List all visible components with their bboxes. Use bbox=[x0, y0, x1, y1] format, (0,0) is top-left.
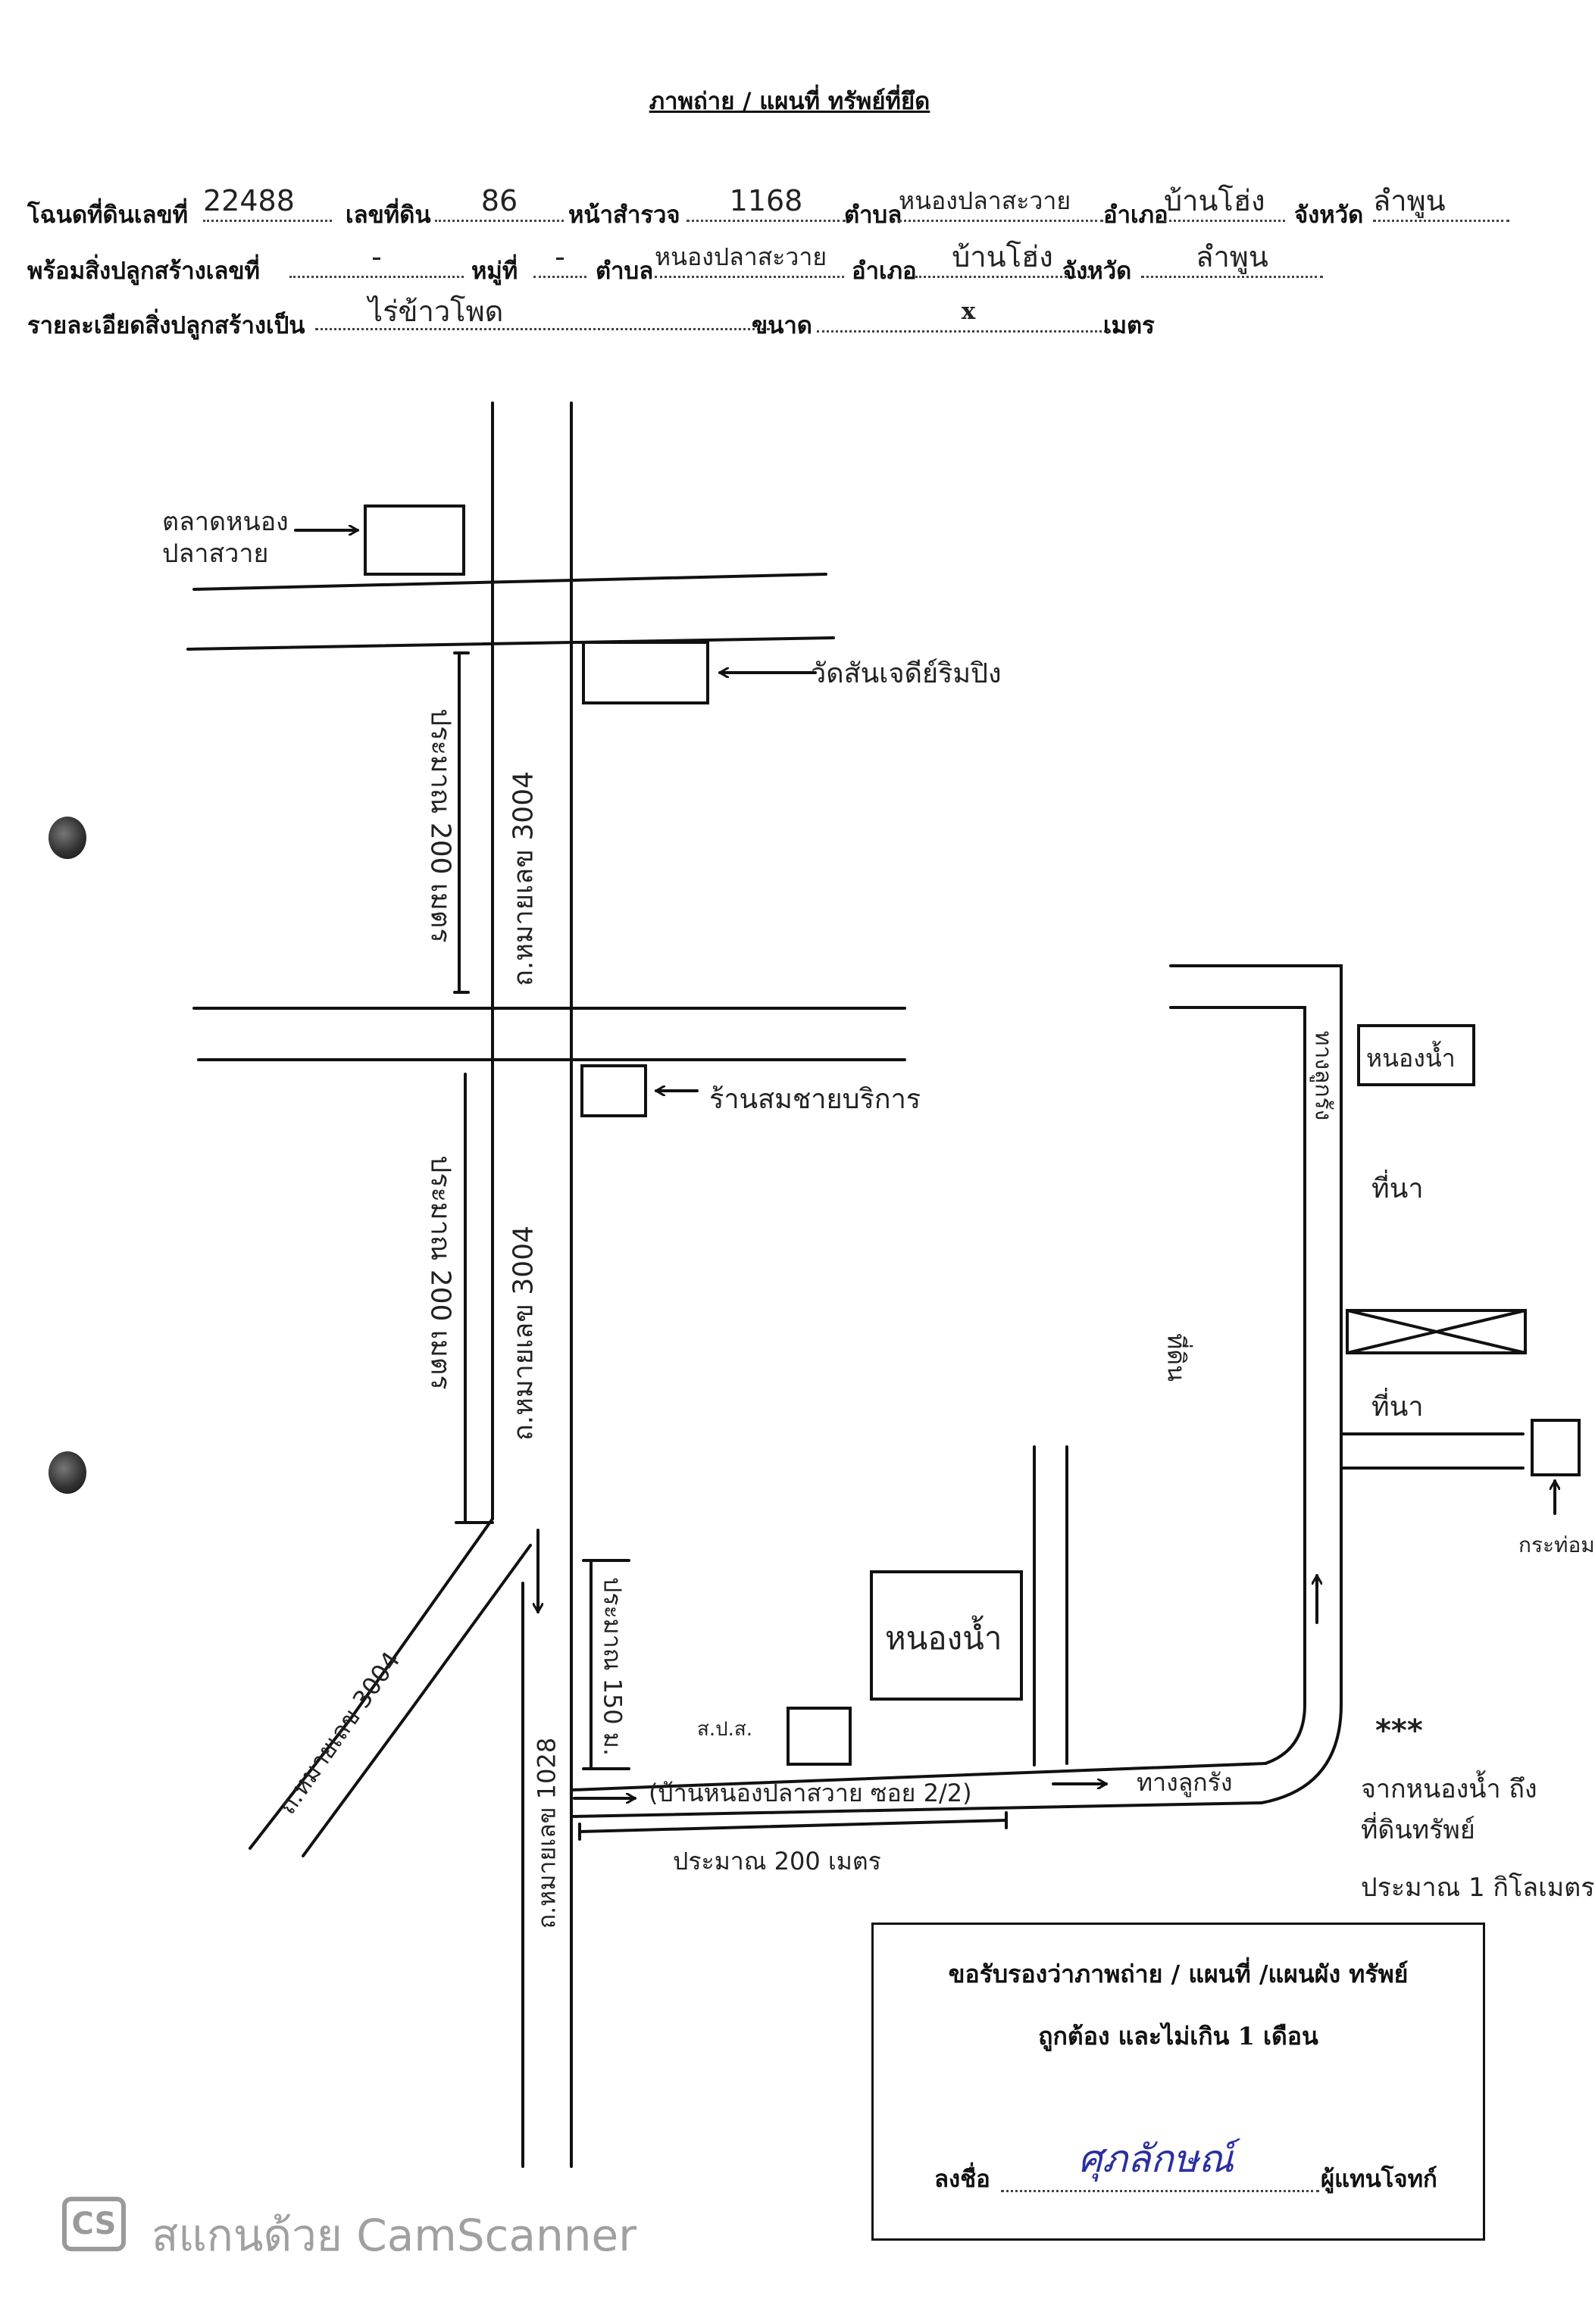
province-value-1: ลำพูน bbox=[1373, 182, 1509, 222]
note-line-3: ประมาณ 1 กิโลเมตร bbox=[1361, 1873, 1595, 1903]
signature-line bbox=[1001, 2160, 1319, 2192]
dim-line-200-bottom bbox=[578, 1819, 1008, 1833]
label-200m-bottom: ประมาณ 200 เมตร bbox=[673, 1847, 881, 1876]
cross-road-1 bbox=[192, 573, 827, 591]
building-value: - bbox=[289, 238, 464, 278]
label-temple: วัดสันเจดีย์ริมปิง bbox=[811, 658, 1002, 689]
punch-hole-bottom bbox=[48, 1451, 86, 1494]
pond-right-box bbox=[1357, 1024, 1475, 1086]
label-highway-1028: ถ.หมายเลข 1028 bbox=[532, 1737, 561, 1929]
deed-value: 22488 bbox=[203, 182, 332, 222]
role-label: ผู้แทนโจทก์ bbox=[1321, 2166, 1437, 2193]
label-soi: (บ้านหนองปลาสวาย ซอย 2/2) bbox=[649, 1779, 972, 1807]
label-pond-center: หนองน้ำ bbox=[885, 1620, 1002, 1657]
cross-road-2 bbox=[186, 636, 835, 651]
district-value-1: บ้านโฮ่ง bbox=[1164, 182, 1285, 222]
subdistrict-label-1: ตำบล bbox=[844, 201, 902, 229]
transformer-box bbox=[787, 1707, 852, 1766]
highway-3004-diag-left bbox=[349, 1517, 494, 1721]
label-dirt-road-right: ทางลูกรัง bbox=[1309, 1030, 1337, 1121]
highway-3004-diag-left-3 bbox=[249, 1718, 352, 1850]
property-cross-2 bbox=[1346, 1309, 1527, 1354]
province-label-1: จังหวัด bbox=[1294, 201, 1364, 229]
dirt-road-outer bbox=[1169, 1006, 1306, 1765]
detail-label: รายละเอียดสิ่งปลูกสร้างเป็น bbox=[27, 312, 305, 339]
note-stars: *** bbox=[1375, 1713, 1423, 1748]
market-box bbox=[364, 504, 465, 576]
label-shop: ร้านสมชายบริการ bbox=[709, 1084, 921, 1115]
size-label: ขนาด bbox=[752, 312, 812, 339]
district-value-2: บ้านโฮ่ง bbox=[915, 238, 1090, 278]
district-label-2: อำเภอ bbox=[852, 258, 917, 285]
moo-value: - bbox=[533, 238, 586, 278]
signature-row: ลงชื่อ ศุภลักษณ์ ผู้แทนโจทก์ bbox=[934, 2137, 1465, 2197]
label-200m-upper: ประมาณ 200 เมตร bbox=[424, 708, 456, 943]
land-no-value: 86 bbox=[435, 182, 564, 222]
label-field-1: ที่นา bbox=[1371, 1173, 1424, 1204]
signature: ศุภลักษณ์ bbox=[1078, 2137, 1234, 2181]
highway-3004-diag-right bbox=[302, 1710, 411, 1857]
label-pond-right: หนองน้ำ bbox=[1366, 1044, 1456, 1073]
cert-line-1: ขอรับรองว่าภาพถ่าย / แผนที่ /แผนผัง ทรัพ… bbox=[948, 1960, 1409, 1988]
temple-box bbox=[582, 641, 709, 704]
moo-label: หมู่ที่ bbox=[471, 258, 518, 285]
detail-value: ไร่ข้าวโพด bbox=[315, 292, 770, 330]
camscanner-logo: CS bbox=[62, 2197, 126, 2251]
province-label-2: จังหวัด bbox=[1062, 258, 1132, 285]
note-line-2: ที่ดินทรัพย์ bbox=[1361, 1815, 1475, 1845]
camscanner-text: สแกนด้วย CamScanner bbox=[152, 2210, 637, 2261]
punch-hole-top bbox=[48, 817, 86, 859]
header-row-1: โฉนดที่ดินเลขที่ 22488 เลขที่ดิน 86 หน้า… bbox=[27, 182, 1535, 229]
subdistrict-value-2: หนองปลาสะวาย bbox=[655, 238, 844, 278]
soi-road-bottom bbox=[570, 1801, 1263, 1818]
soi-road-top bbox=[570, 1762, 1267, 1791]
survey-label: หน้าสำรวจ bbox=[568, 201, 680, 229]
district-label-1: อำเภอ bbox=[1103, 201, 1168, 229]
land-no-label: เลขที่ดิน bbox=[346, 201, 431, 229]
hut-box bbox=[1531, 1419, 1581, 1476]
note-line-1: จากหนองน้ำ ถึง bbox=[1361, 1774, 1537, 1804]
pond-box bbox=[870, 1570, 1023, 1701]
sign-label: ลงชื่อ bbox=[934, 2166, 990, 2193]
label-property: ที่ดิน bbox=[1162, 1333, 1191, 1382]
unit-label: เมตร bbox=[1103, 312, 1155, 339]
dirt-road-inner bbox=[1169, 964, 1343, 1804]
size-x: x bbox=[817, 292, 1120, 333]
header-row-3: รายละเอียดสิ่งปลูกสร้างเป็น ไร่ข้าวโพด ข… bbox=[27, 292, 1535, 339]
label-market: ตลาดหนองปลาสวาย bbox=[162, 507, 289, 569]
certification-box: ขอรับรองว่าภาพถ่าย / แผนที่ /แผนผัง ทรัพ… bbox=[871, 1923, 1485, 2241]
property-box bbox=[1346, 1309, 1527, 1354]
header-row-2: พร้อมสิ่งปลูกสร้างเลขที่ - หมู่ที่ - ตำบ… bbox=[27, 238, 1535, 285]
label-150m: ประมาณ 150 ม. bbox=[598, 1576, 627, 1757]
label-200m-lower: ประมาณ 200 เมตร bbox=[424, 1155, 456, 1390]
label-field-2: ที่นา bbox=[1371, 1392, 1424, 1423]
province-value-2: ลำพูน bbox=[1141, 238, 1323, 278]
building-label: พร้อมสิ่งปลูกสร้างเลขที่ bbox=[27, 258, 260, 285]
document-title: ภาพถ่าย / แผนที่ ทรัพย์ที่ยึด bbox=[649, 88, 930, 115]
subdistrict-label-2: ตำบล bbox=[596, 258, 654, 285]
subdistrict-value-1: หนองปลาสะวาย bbox=[899, 182, 1103, 222]
label-transformer: ส.ป.ส. bbox=[697, 1718, 753, 1741]
label-highway-lower: ถ.หมายเลข 3004 bbox=[508, 1225, 539, 1442]
label-highway-upper: ถ.หมายเลข 3004 bbox=[508, 770, 539, 987]
shop-box bbox=[580, 1064, 647, 1117]
label-dirt-road-bottom: ทางลูกรัง bbox=[1137, 1768, 1233, 1797]
label-hut: กระท่อม bbox=[1518, 1532, 1595, 1557]
cert-line-2: ถูกต้อง และไม่เกิน 1 เดือน bbox=[1038, 2022, 1318, 2051]
deed-label: โฉนดที่ดินเลขที่ bbox=[27, 201, 189, 229]
survey-value: 1168 bbox=[686, 182, 846, 222]
highway-3004-diag-left-2 bbox=[408, 1544, 532, 1713]
